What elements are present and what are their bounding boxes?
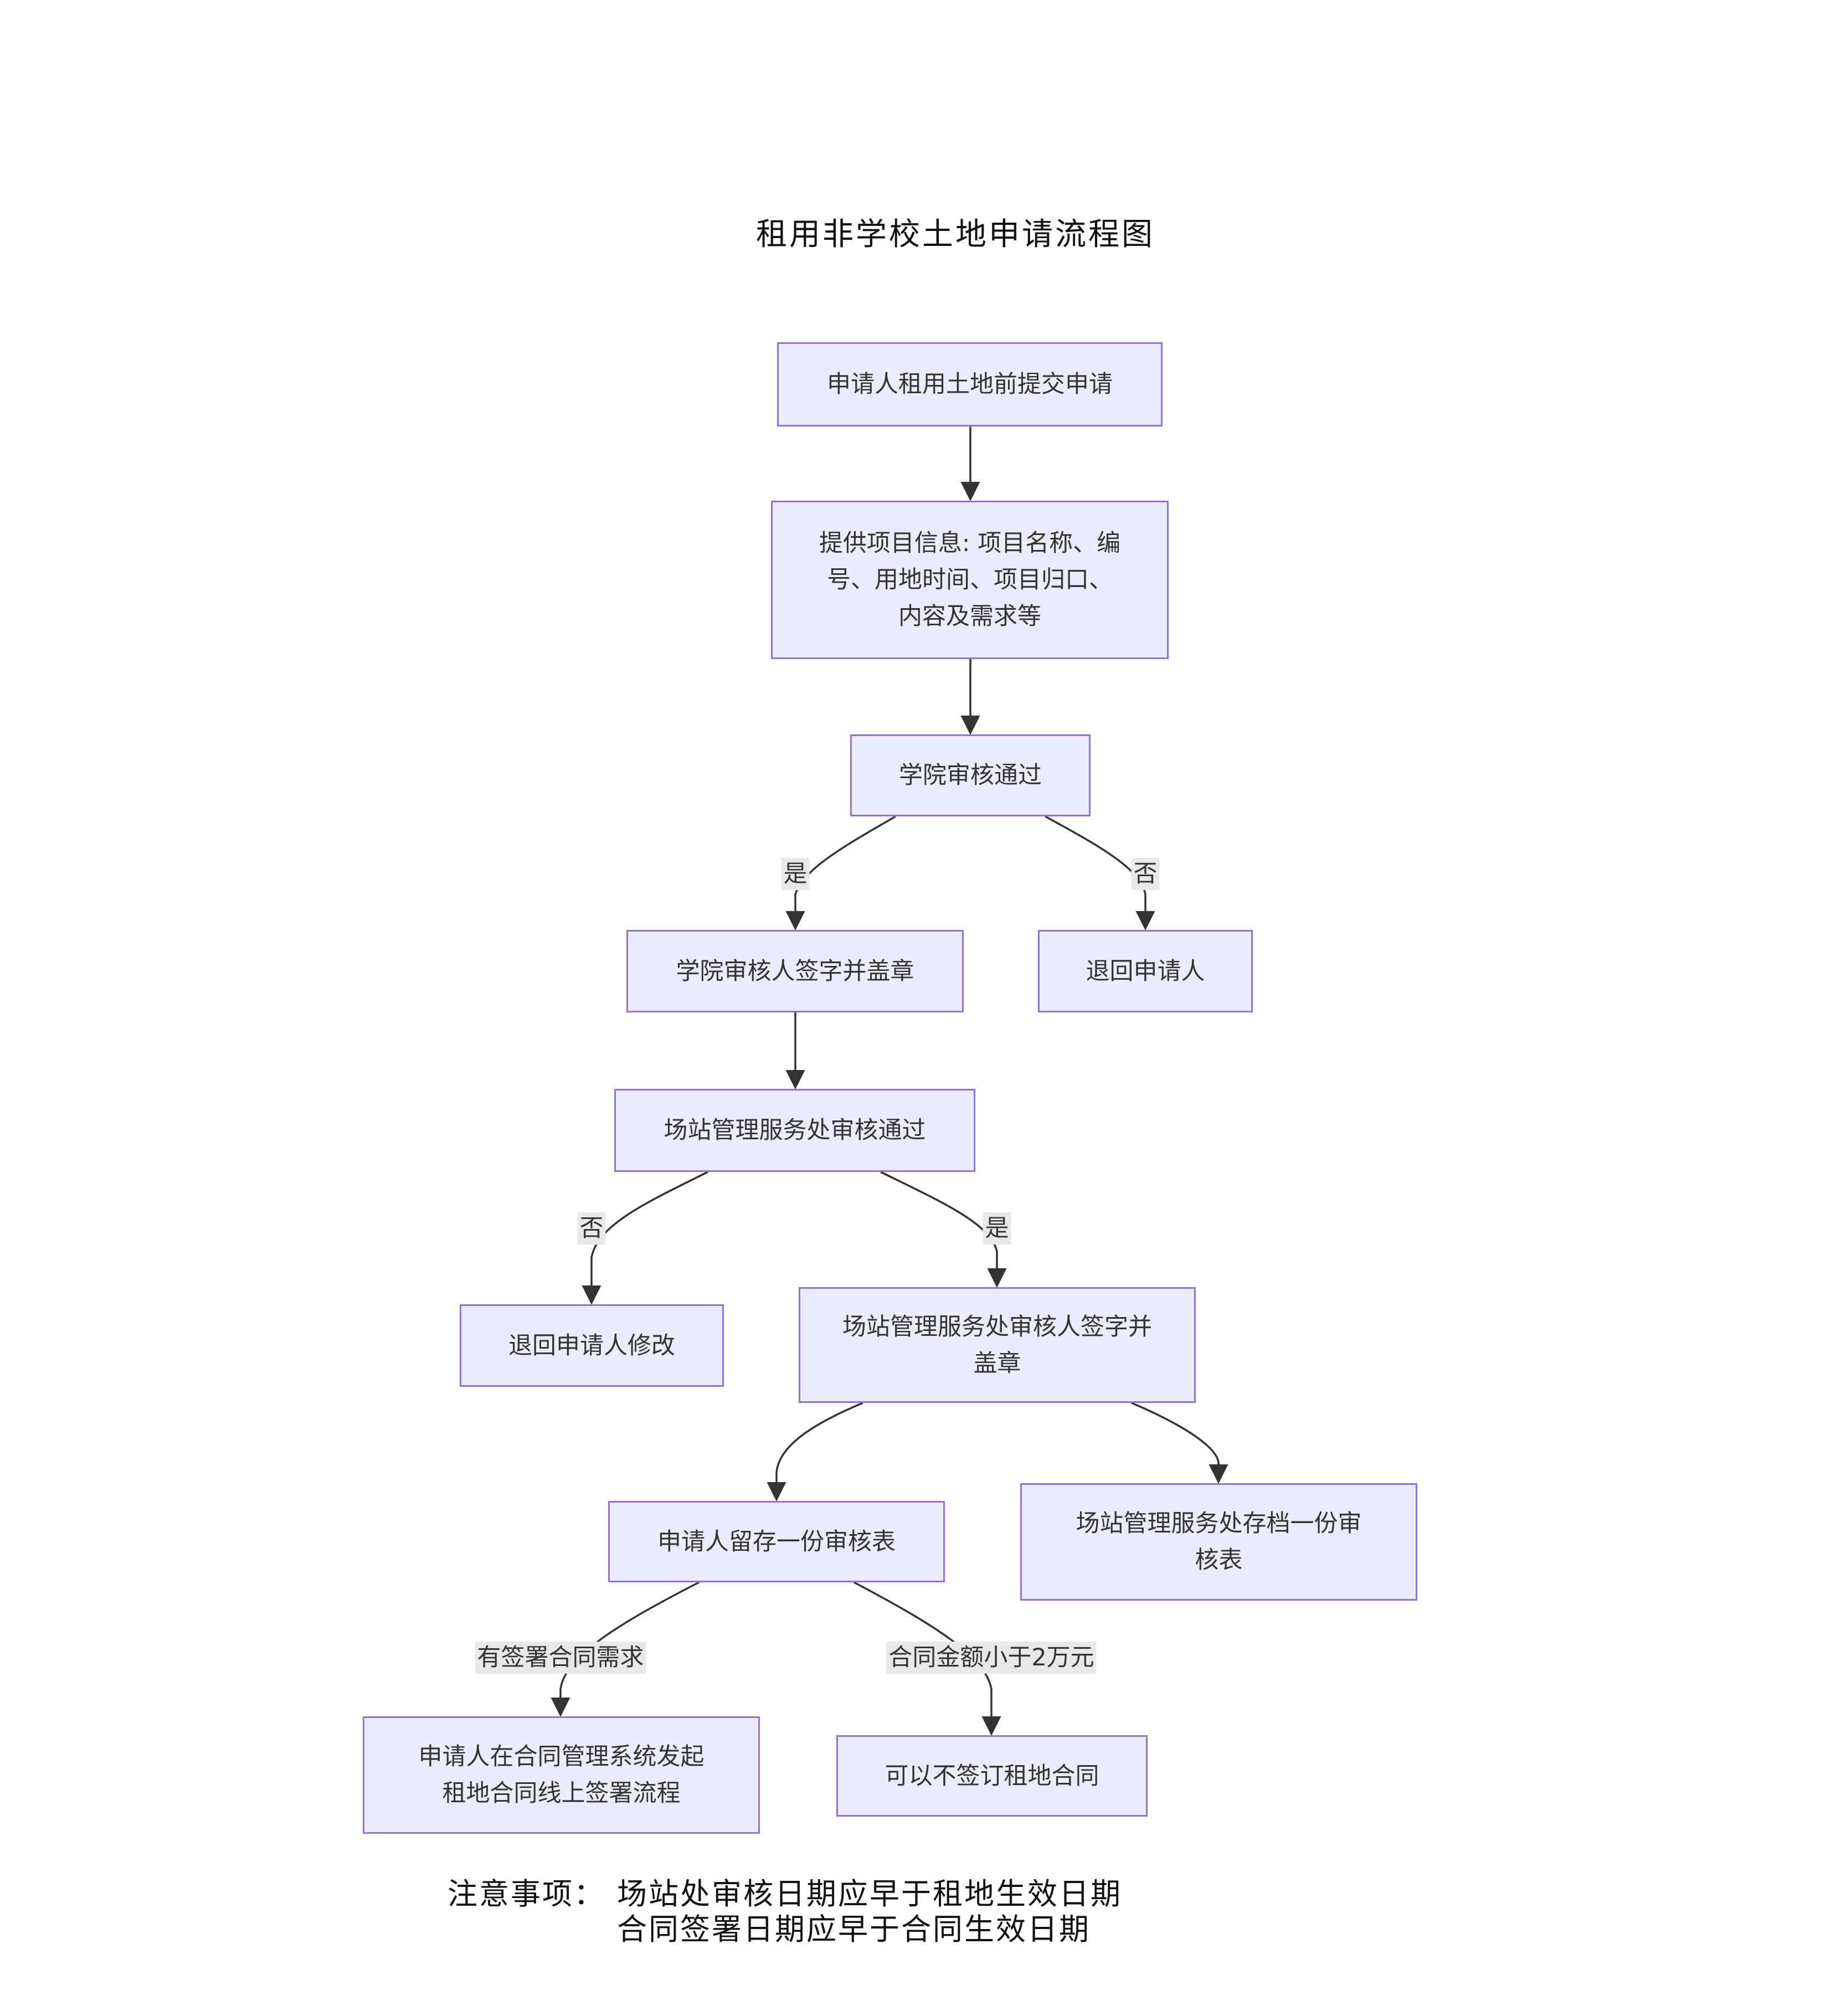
node-college-sign-seal: 学院审核人签字并盖章 (626, 930, 964, 1012)
edge-n8-n10 (1131, 1402, 1228, 1484)
node-station-archive-form: 场站管理服务处存档一份审核表 (1020, 1483, 1417, 1601)
notes-line-1: 场站处审核日期应早于租地生效日期 (617, 1876, 1122, 1911)
node-label: 场站管理服务处存档一份审核表 (1076, 1510, 1362, 1574)
edge-label-yes: 是 (983, 1212, 1011, 1244)
notes-line-2: 合同签署日期应早于合同生效日期 (617, 1912, 1091, 1947)
diagram-title: 租用非学校土地申请流程图 (756, 217, 1155, 253)
node-online-contract-signing: 申请人在合同管理系统发起租地合同线上签署流程 (363, 1716, 760, 1834)
edge-label-amount-under-20k: 合同金额小于2万元 (886, 1642, 1097, 1674)
node-label: 场站管理服务处审核通过 (664, 1117, 926, 1144)
node-label: 退回申请人 (1086, 957, 1205, 985)
node-submit-application: 申请人租用土地前提交申请 (777, 342, 1163, 426)
node-project-info: 提供项目信息: 项目名称、编号、用地时间、项目归口、内容及需求等 (771, 501, 1169, 659)
edge-label-no: 否 (1131, 858, 1160, 890)
node-station-sign-seal: 场站管理服务处审核人签字并盖章 (799, 1287, 1196, 1403)
edge-n6-n7 (582, 1171, 708, 1305)
node-label: 申请人留存一份审核表 (657, 1528, 896, 1556)
node-label: 提供项目信息: 项目名称、编号、用地时间、项目归口、内容及需求等 (819, 529, 1121, 630)
node-return-applicant: 退回申请人 (1038, 930, 1253, 1012)
node-label: 场站管理服务处审核人签字并盖章 (842, 1313, 1152, 1377)
edge-n9-n11 (551, 1581, 700, 1717)
notes-block: 注意事项： 场站处审核日期应早于租地生效日期 合同签署日期应早于合同生效日期 (448, 1876, 1122, 1947)
node-label: 学院审核人签字并盖章 (676, 957, 914, 985)
edge-n3-n4 (785, 815, 896, 930)
node-station-review: 场站管理服务处审核通过 (614, 1089, 975, 1172)
node-label: 申请人在合同管理系统发起租地合同线上签署流程 (418, 1743, 705, 1807)
node-label: 学院审核通过 (899, 762, 1042, 789)
notes-prefix: 注意事项： (448, 1876, 605, 1911)
edge-n3-n5 (1045, 815, 1155, 930)
edge-n8-n9 (767, 1402, 863, 1501)
edge-label-yes: 是 (781, 858, 810, 890)
edge-label-contract-needed: 有签署合同需求 (475, 1642, 646, 1674)
node-college-review: 学院审核通过 (850, 734, 1091, 816)
edge-n6-n8 (880, 1171, 1007, 1288)
node-return-for-revision: 退回申请人修改 (460, 1304, 724, 1387)
edge-n9-n12 (853, 1581, 1001, 1736)
node-label: 申请人租用土地前提交申请 (827, 371, 1113, 398)
edge-label-no: 否 (577, 1212, 606, 1244)
node-label: 可以不签订租地合同 (885, 1762, 1099, 1790)
node-label: 退回申请人修改 (508, 1331, 675, 1360)
node-applicant-keep-form: 申请人留存一份审核表 (608, 1501, 945, 1582)
node-no-contract-needed: 可以不签订租地合同 (836, 1735, 1148, 1817)
